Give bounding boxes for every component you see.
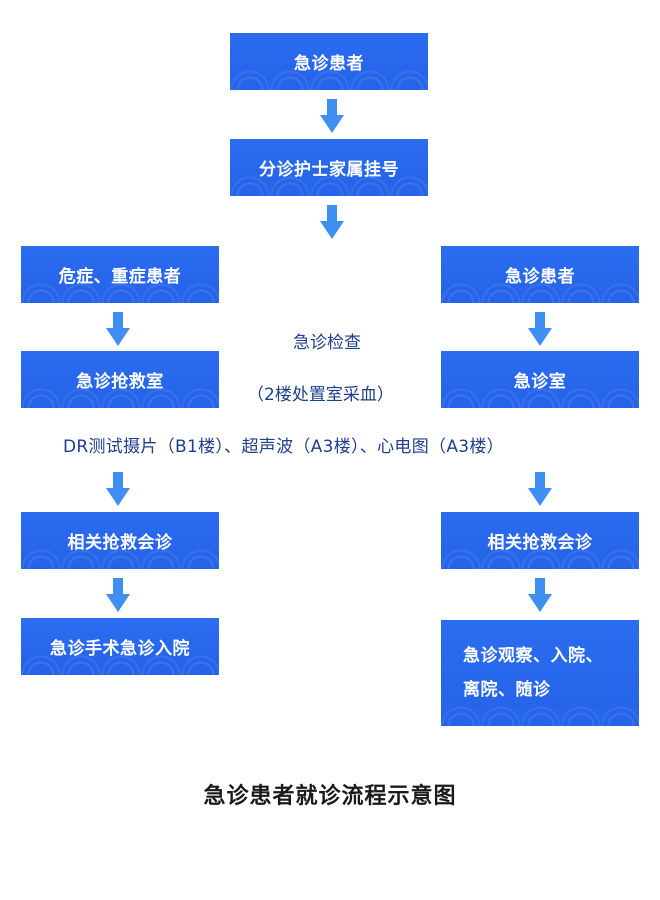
label-imaging-tests: DR测试摄片（B1楼）、超声波（A3楼）、心电图（A3楼） xyxy=(63,437,504,457)
box-observation-discharge: 急诊观察、入院、 离院、随诊 xyxy=(441,620,639,726)
arrow-down-icon xyxy=(106,472,130,506)
label-emergency-exam: 急诊检查 xyxy=(293,333,361,353)
observation-line-2: 离院、随诊 xyxy=(463,680,551,700)
box-rescue-room: 急诊抢救室 xyxy=(21,351,219,408)
box-emergency-patient-right: 急诊患者 xyxy=(441,246,639,303)
diagram-caption: 急诊患者就诊流程示意图 xyxy=(203,784,457,809)
box-emergency-patient-top: 急诊患者 xyxy=(230,33,428,90)
arrow-down-icon xyxy=(106,312,130,346)
box-rescue-consultation-left: 相关抢救会诊 xyxy=(21,512,219,569)
arrow-down-icon xyxy=(528,312,552,346)
arrow-down-icon xyxy=(528,472,552,506)
arrow-down-icon xyxy=(106,578,130,612)
box-emergency-surgery: 急诊手术急诊入院 xyxy=(21,618,219,675)
box-rescue-consultation-right: 相关抢救会诊 xyxy=(441,512,639,569)
box-triage-registration: 分诊护士家属挂号 xyxy=(230,139,428,196)
box-emergency-room: 急诊室 xyxy=(441,351,639,408)
label-blood-draw: （2楼处置室采血） xyxy=(247,385,394,405)
observation-line-1: 急诊观察、入院、 xyxy=(463,646,603,666)
box-critical-patient: 危症、重症患者 xyxy=(21,246,219,303)
arrow-down-icon xyxy=(320,99,344,133)
arrow-down-icon xyxy=(528,578,552,612)
arrow-down-icon xyxy=(320,205,344,239)
